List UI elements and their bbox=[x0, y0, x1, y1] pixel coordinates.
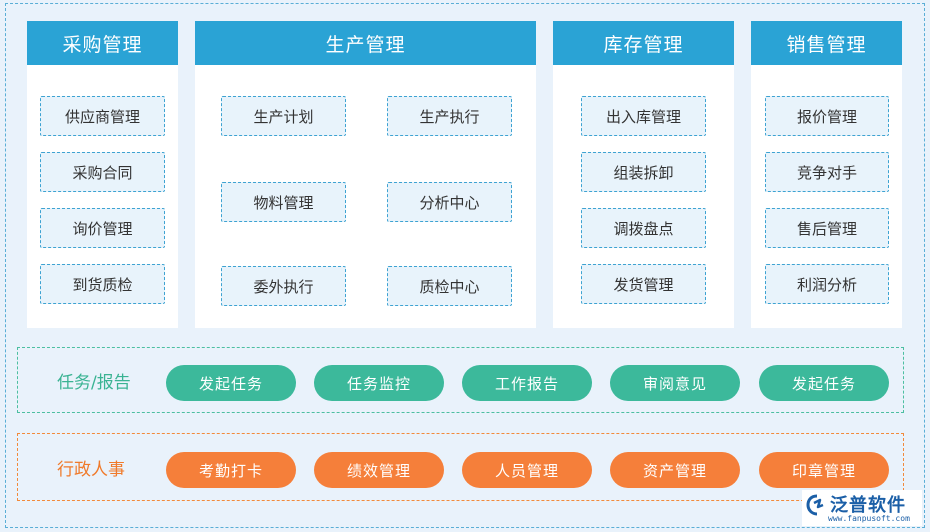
production-item-quality[interactable]: 质检中心 bbox=[387, 266, 512, 306]
sales-item-aftersales[interactable]: 售后管理 bbox=[765, 208, 889, 248]
fanpu-logo: 泛普软件 www.fanpusoft.com bbox=[802, 490, 922, 526]
task-report-band: 任务/报告 发起任务 任务监控 工作报告 审阅意见 发起任务 bbox=[17, 347, 904, 413]
fanpu-logo-url: www.fanpusoft.com bbox=[828, 514, 910, 523]
purchase-item-inquiry[interactable]: 询价管理 bbox=[40, 208, 165, 248]
sales-item-quote[interactable]: 报价管理 bbox=[765, 96, 889, 136]
fanpu-logo-name: 泛普软件 bbox=[830, 495, 906, 516]
purchase-module-title: 采购管理 bbox=[27, 21, 178, 65]
purchase-item-supplier[interactable]: 供应商管理 bbox=[40, 96, 165, 136]
production-module: 生产管理 生产计划 生产执行 物料管理 分析中心 委外执行 质检中心 bbox=[195, 21, 536, 328]
task-button-start[interactable]: 发起任务 bbox=[166, 365, 296, 401]
task-report-label: 任务/报告 bbox=[57, 372, 131, 393]
production-item-analysis[interactable]: 分析中心 bbox=[387, 182, 512, 222]
fanpu-logo-icon bbox=[806, 494, 824, 516]
inventory-module: 库存管理 出入库管理 组装拆卸 调拨盘点 发货管理 bbox=[553, 21, 734, 328]
purchase-item-inspection[interactable]: 到货质检 bbox=[40, 264, 165, 304]
production-item-execution[interactable]: 生产执行 bbox=[387, 96, 512, 136]
sales-module: 销售管理 报价管理 竞争对手 售后管理 利润分析 bbox=[751, 21, 902, 328]
inventory-item-transfer[interactable]: 调拨盘点 bbox=[581, 208, 706, 248]
admin-button-assets[interactable]: 资产管理 bbox=[610, 452, 740, 488]
production-item-material[interactable]: 物料管理 bbox=[221, 182, 346, 222]
admin-hr-label: 行政人事 bbox=[57, 459, 125, 480]
admin-button-attendance[interactable]: 考勤打卡 bbox=[166, 452, 296, 488]
sales-module-title: 销售管理 bbox=[751, 21, 902, 65]
inventory-item-inout[interactable]: 出入库管理 bbox=[581, 96, 706, 136]
inventory-item-shipping[interactable]: 发货管理 bbox=[581, 264, 706, 304]
admin-button-seals[interactable]: 印章管理 bbox=[759, 452, 889, 488]
sales-item-competitor[interactable]: 竞争对手 bbox=[765, 152, 889, 192]
purchase-item-contract[interactable]: 采购合同 bbox=[40, 152, 165, 192]
production-item-outsourcing[interactable]: 委外执行 bbox=[221, 266, 346, 306]
task-button-monitor[interactable]: 任务监控 bbox=[314, 365, 444, 401]
task-button-report[interactable]: 工作报告 bbox=[462, 365, 592, 401]
production-item-plan[interactable]: 生产计划 bbox=[221, 96, 346, 136]
admin-hr-band: 行政人事 考勤打卡 绩效管理 人员管理 资产管理 印章管理 bbox=[17, 433, 904, 501]
task-button-start-2[interactable]: 发起任务 bbox=[759, 365, 889, 401]
purchase-module: 采购管理 供应商管理 采购合同 询价管理 到货质检 bbox=[27, 21, 178, 328]
admin-button-performance[interactable]: 绩效管理 bbox=[314, 452, 444, 488]
inventory-module-title: 库存管理 bbox=[553, 21, 734, 65]
task-button-review[interactable]: 审阅意见 bbox=[610, 365, 740, 401]
inventory-item-assembly[interactable]: 组装拆卸 bbox=[581, 152, 706, 192]
admin-button-personnel[interactable]: 人员管理 bbox=[462, 452, 592, 488]
production-module-title: 生产管理 bbox=[195, 21, 536, 65]
sales-item-profit[interactable]: 利润分析 bbox=[765, 264, 889, 304]
